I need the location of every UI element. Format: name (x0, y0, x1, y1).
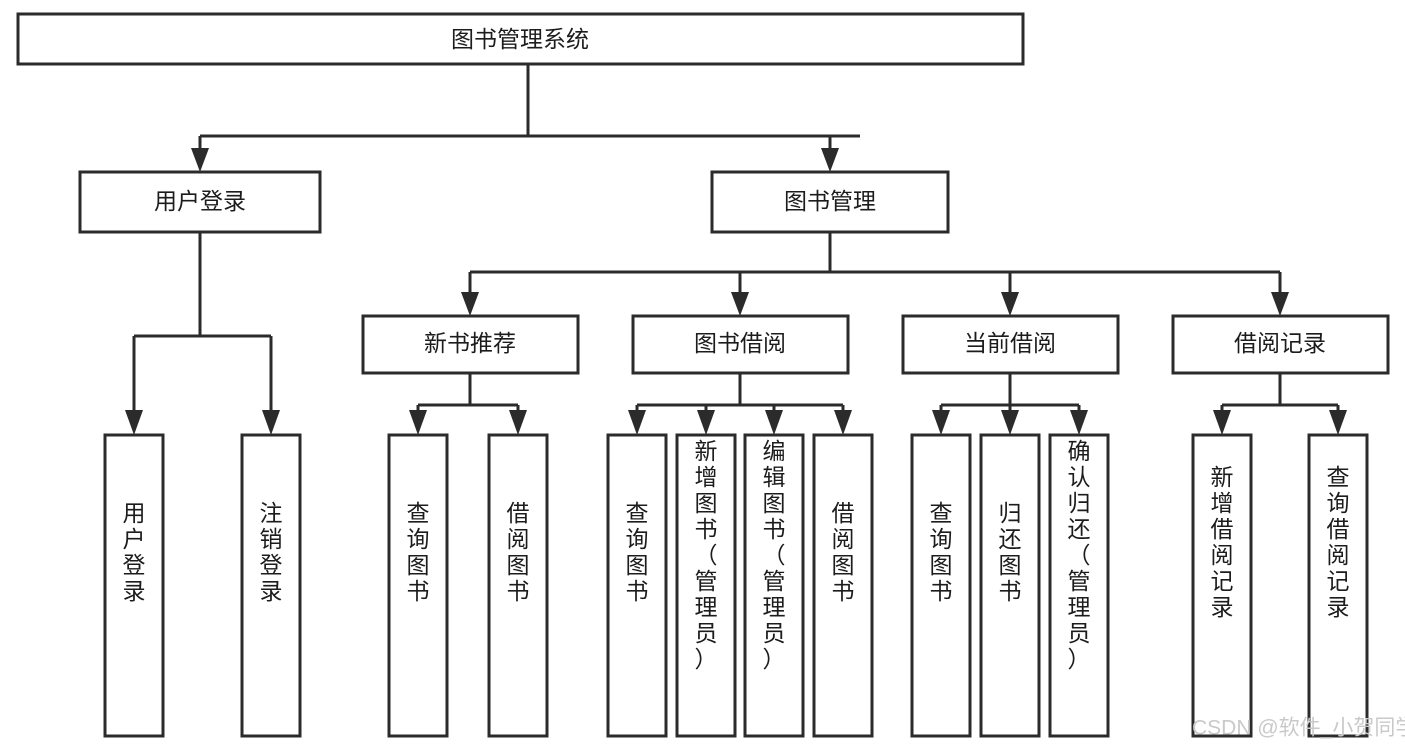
arrow-head-leaf-user-login (125, 410, 143, 435)
node-leaf-logout-label: 注销登录 (260, 500, 283, 604)
node-leaf-borrow-book-b[interactable]: 借阅图书 (812, 433, 874, 738)
node-book-borrow-label: 图书借阅 (694, 330, 786, 356)
node-leaf-edit-book-box[interactable] (743, 433, 805, 738)
arrow-head-leaf-query-book-a (409, 410, 427, 435)
node-leaf-return-book[interactable]: 归还图书 (979, 433, 1041, 738)
node-current-borrow-box[interactable] (901, 314, 1120, 375)
node-leaf-query-book-b[interactable]: 查询图书 (606, 433, 668, 738)
node-leaf-borrow-book-b-label: 借阅图书 (832, 500, 855, 604)
node-leaf-add-record[interactable]: 新增借阅记录 (1191, 433, 1253, 738)
node-current-borrow-label: 当前借阅 (964, 330, 1056, 356)
node-leaf-borrow-book-a-box[interactable] (487, 433, 549, 738)
node-leaf-query-record-label: 查询借阅记录 (1327, 464, 1350, 620)
node-user-login-label: 用户登录 (154, 188, 246, 214)
node-leaf-add-book-box[interactable] (675, 433, 737, 738)
node-borrow-record-label: 借阅记录 (1234, 330, 1326, 356)
node-leaf-query-book-c-box[interactable] (910, 433, 972, 738)
node-leaf-query-book-b-box[interactable] (606, 433, 668, 738)
csdn-watermark: CSDN @软件_小贺同学 (1192, 717, 1405, 740)
arrow-head-leaf-logout (262, 410, 280, 435)
connector-group-book-manage (461, 232, 1289, 316)
node-leaf-borrow-book-a[interactable]: 借阅图书 (487, 433, 549, 738)
node-leaf-add-record-label: 新增借阅记录 (1211, 464, 1234, 620)
node-leaf-query-record-box[interactable] (1307, 433, 1369, 738)
arrow-head-leaf-add-record (1213, 410, 1231, 435)
node-leaf-return-book-box[interactable] (979, 433, 1041, 738)
connector-group-borrow-record (1213, 373, 1347, 435)
node-leaf-borrow-book-b-box[interactable] (812, 433, 874, 738)
node-root-box[interactable] (16, 12, 1025, 66)
node-borrow-record[interactable]: 借阅记录 (1171, 314, 1390, 375)
connector-group-book-borrow (628, 373, 852, 435)
arrow-head-leaf-query-book-c (932, 410, 950, 435)
node-leaf-query-book-a-label: 查询图书 (407, 500, 430, 604)
node-book-manage[interactable]: 图书管理 (710, 170, 950, 234)
node-leaf-borrow-book-a-label: 借阅图书 (507, 500, 530, 604)
node-current-borrow[interactable]: 当前借阅 (901, 314, 1120, 375)
arrow-head-leaf-return-book (1001, 410, 1019, 435)
arrow-head-leaf-borrow-book-b (834, 410, 852, 435)
node-root[interactable]: 图书管理系统 (16, 12, 1025, 66)
node-leaf-logout-box[interactable] (240, 433, 302, 738)
node-leaf-user-login-label: 用户登录 (123, 500, 146, 604)
connector-group-new-book-rec (409, 373, 527, 435)
connector-group-root (191, 64, 860, 172)
node-leaf-add-record-box[interactable] (1191, 433, 1253, 738)
node-root-label: 图书管理系统 (451, 26, 589, 52)
node-user-login[interactable]: 用户登录 (78, 170, 322, 234)
node-leaf-user-login[interactable]: 用户登录 (103, 433, 165, 738)
node-book-manage-label: 图书管理 (784, 188, 876, 214)
node-leaf-query-record[interactable]: 查询借阅记录 (1307, 433, 1369, 738)
arrow-head-borrow-record (1271, 292, 1289, 316)
arrow-head-leaf-borrow-book-a (509, 410, 527, 435)
arrow-head-user-login (191, 148, 209, 172)
node-leaf-confirm-return-label: 确认归还（管理员） (1068, 438, 1091, 672)
arrow-head-book-borrow (731, 292, 749, 316)
arrow-head-leaf-query-record (1329, 410, 1347, 435)
arrow-head-leaf-confirm-return (1070, 410, 1088, 435)
node-leaf-query-book-c[interactable]: 查询图书 (910, 433, 972, 738)
arrow-head-leaf-edit-book (765, 410, 783, 435)
node-user-login-box[interactable] (78, 170, 322, 234)
node-book-manage-box[interactable] (710, 170, 950, 234)
node-leaf-return-book-label: 归还图书 (999, 500, 1022, 604)
arrow-head-new-book-rec (461, 292, 479, 316)
node-book-borrow-box[interactable] (631, 314, 850, 375)
node-leaf-edit-book[interactable]: 编辑图书（管理员） (743, 433, 805, 738)
node-new-book-rec-label: 新书推荐 (424, 330, 516, 356)
node-new-book-rec[interactable]: 新书推荐 (361, 314, 580, 375)
node-borrow-record-box[interactable] (1171, 314, 1390, 375)
node-leaf-logout[interactable]: 注销登录 (240, 433, 302, 738)
node-leaf-confirm-return[interactable]: 确认归还（管理员） (1048, 433, 1110, 738)
arrow-head-current-borrow (1001, 292, 1019, 316)
arrow-head-book-manage (821, 148, 839, 172)
connector-group-current-borrow (932, 373, 1088, 435)
node-book-borrow[interactable]: 图书借阅 (631, 314, 850, 375)
node-leaf-confirm-return-box[interactable] (1048, 433, 1110, 738)
node-leaf-query-book-c-label: 查询图书 (930, 500, 953, 604)
arrow-head-leaf-query-book-b (628, 410, 646, 435)
node-leaf-edit-book-label: 编辑图书（管理员） (763, 438, 786, 672)
node-leaf-add-book[interactable]: 新增图书（管理员） (675, 433, 737, 738)
node-leaf-query-book-a[interactable]: 查询图书 (387, 433, 449, 738)
node-leaf-query-book-a-box[interactable] (387, 433, 449, 738)
node-leaf-query-book-b-label: 查询图书 (626, 500, 649, 604)
connector-group-user-login (125, 232, 280, 435)
arrow-head-leaf-add-book (697, 410, 715, 435)
node-leaf-add-book-label: 新增图书（管理员） (695, 438, 718, 672)
node-leaf-user-login-box[interactable] (103, 433, 165, 738)
node-new-book-rec-box[interactable] (361, 314, 580, 375)
